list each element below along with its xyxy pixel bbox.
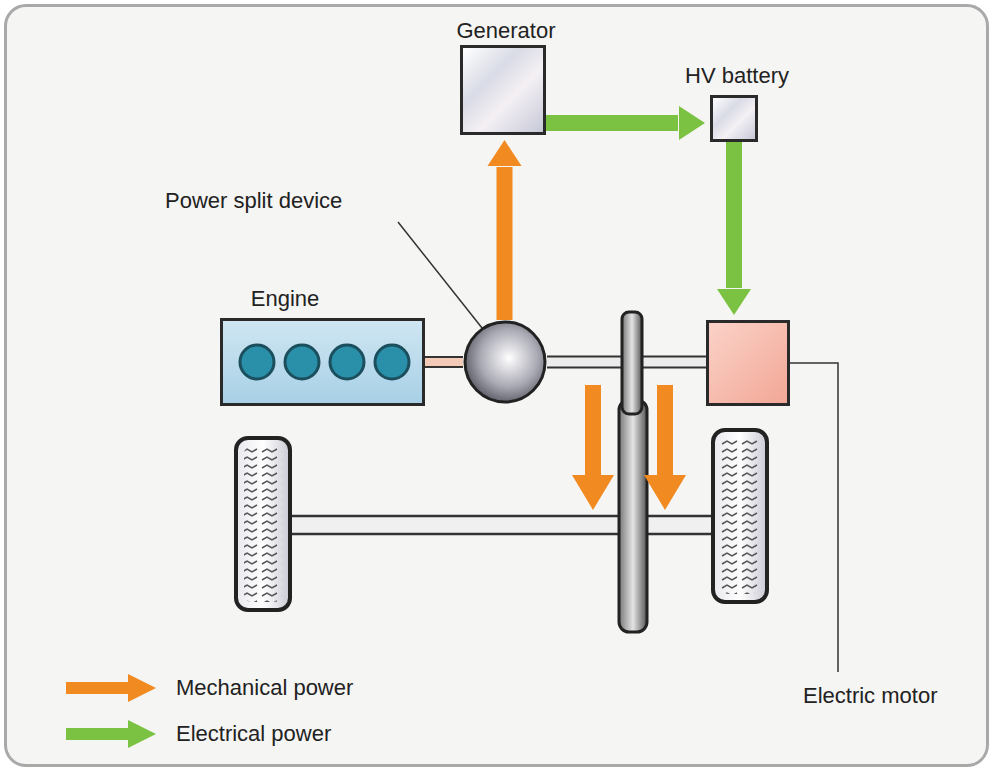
- legend-entry: Electrical power: [62, 718, 331, 750]
- component-label: HV battery: [685, 63, 789, 89]
- component-label: Engine: [251, 286, 320, 312]
- tread: [721, 438, 759, 594]
- power-arrow: [572, 385, 614, 510]
- legend-swatch: [62, 672, 158, 704]
- legend-text: Electrical power: [176, 721, 331, 747]
- component-box: HV battery: [710, 95, 758, 142]
- cylinders: [223, 321, 422, 403]
- legend-text: Mechanical power: [176, 675, 353, 701]
- power-split-circle: Power split device: [463, 320, 547, 404]
- power-flow-arrow: [488, 140, 522, 320]
- circle-outline: [463, 320, 547, 404]
- cylinder: [330, 345, 364, 379]
- power-flow-arrow: [546, 106, 705, 140]
- final-drive-gear: [619, 400, 647, 632]
- component-label: Generator: [456, 18, 555, 44]
- component-label: Electric motor: [803, 683, 937, 709]
- reduction-gear: [622, 312, 642, 414]
- cylinder: [375, 345, 409, 379]
- axle: [285, 516, 720, 534]
- power-flow-arrow: [717, 142, 751, 315]
- component-box: Engine: [220, 318, 425, 406]
- tread: [244, 446, 282, 602]
- drive-shaft: [425, 362, 463, 363]
- cylinder: [240, 345, 274, 379]
- wheel: [236, 438, 290, 610]
- component-box: Generator: [460, 45, 546, 135]
- legend-entry: Mechanical power: [62, 672, 353, 704]
- power-arrow: [644, 385, 686, 510]
- wheel: [713, 430, 767, 602]
- component-box: Electric motor: [706, 320, 790, 406]
- leader-line: [790, 363, 838, 672]
- leader-line: [398, 222, 486, 333]
- legend-swatch: [62, 718, 158, 750]
- mechanical-power-arrows: [572, 385, 686, 510]
- cylinder: [285, 345, 319, 379]
- component-label: Power split device: [165, 188, 342, 214]
